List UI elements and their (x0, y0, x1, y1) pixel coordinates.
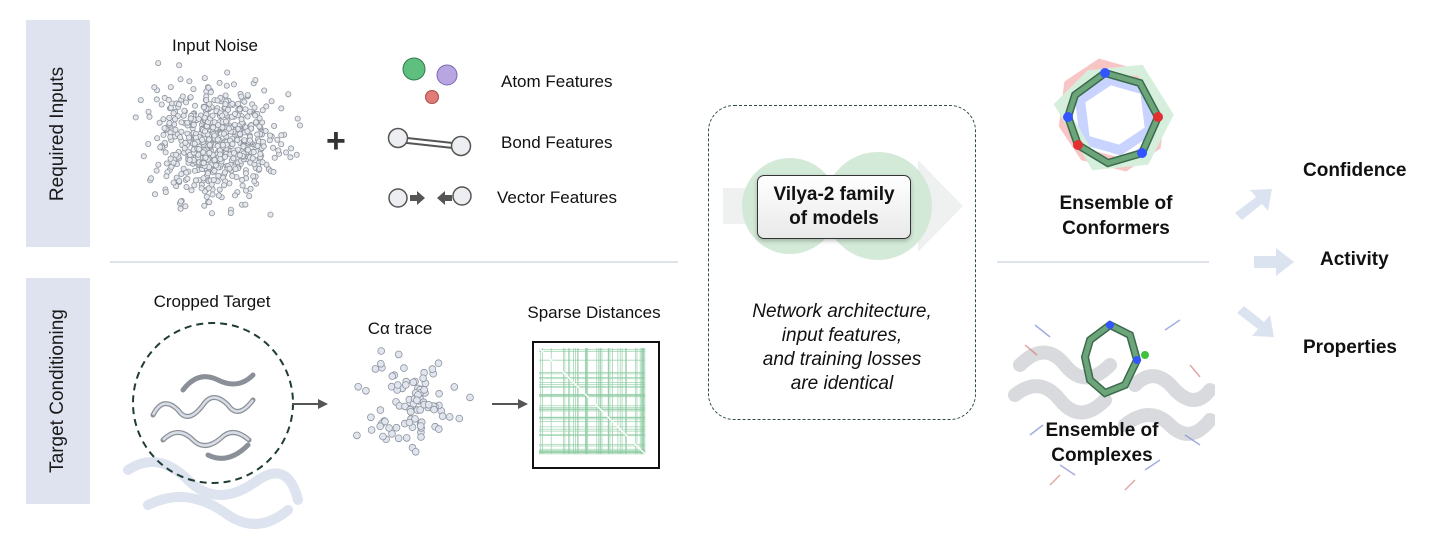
arrow-down-right-icon (1237, 306, 1274, 337)
model-container (708, 105, 976, 420)
atom-features-icon (402, 57, 458, 104)
model-note: Network architecture, input features, an… (752, 301, 932, 394)
ensemble-complexes-label: Ensemble of Complexes (1045, 420, 1159, 466)
protein-structure-icon (123, 322, 303, 529)
output-confidence: Confidence (1303, 160, 1407, 181)
arrow-up-right-icon (1235, 189, 1272, 220)
plus-icon: + (326, 122, 346, 160)
bond-icon (387, 127, 472, 157)
sparse-distances-label: Sparse Distances (527, 303, 661, 322)
bond-features-label: Bond Features (501, 133, 613, 152)
vector-features-label: Vector Features (497, 188, 618, 207)
divider-left (110, 261, 678, 263)
noise-cloud-icon (132, 60, 303, 218)
complex-structure-icon (1008, 319, 1215, 491)
section-target-conditioning: Target Conditioning (26, 278, 90, 504)
section-label-required-inputs: Required Inputs (47, 66, 68, 201)
distance-matrix-icon (532, 341, 660, 469)
section-required-inputs: Required Inputs (26, 20, 90, 247)
arrow-right-icon (292, 399, 328, 409)
input-noise-label: Input Noise (172, 36, 258, 55)
model-name-box: Vilya-2 family of models (757, 175, 911, 239)
ca-trace-points-icon (353, 347, 474, 456)
ensemble-conformers-label: Ensemble of Conformers (1059, 193, 1173, 239)
arrow-right-icon (492, 399, 528, 409)
molecule-icon (1053, 58, 1174, 172)
output-activity: Activity (1320, 249, 1389, 270)
cropped-target-label: Cropped Target (153, 292, 271, 311)
atom-features-label: Atom Features (501, 72, 613, 91)
section-label-target-conditioning: Target Conditioning (47, 309, 68, 473)
vector-arrow-icon (388, 186, 472, 208)
output-properties: Properties (1303, 337, 1397, 358)
ca-trace-label: Cα trace (367, 319, 433, 338)
divider-right (997, 261, 1209, 263)
arrow-right-icon (1254, 248, 1294, 276)
